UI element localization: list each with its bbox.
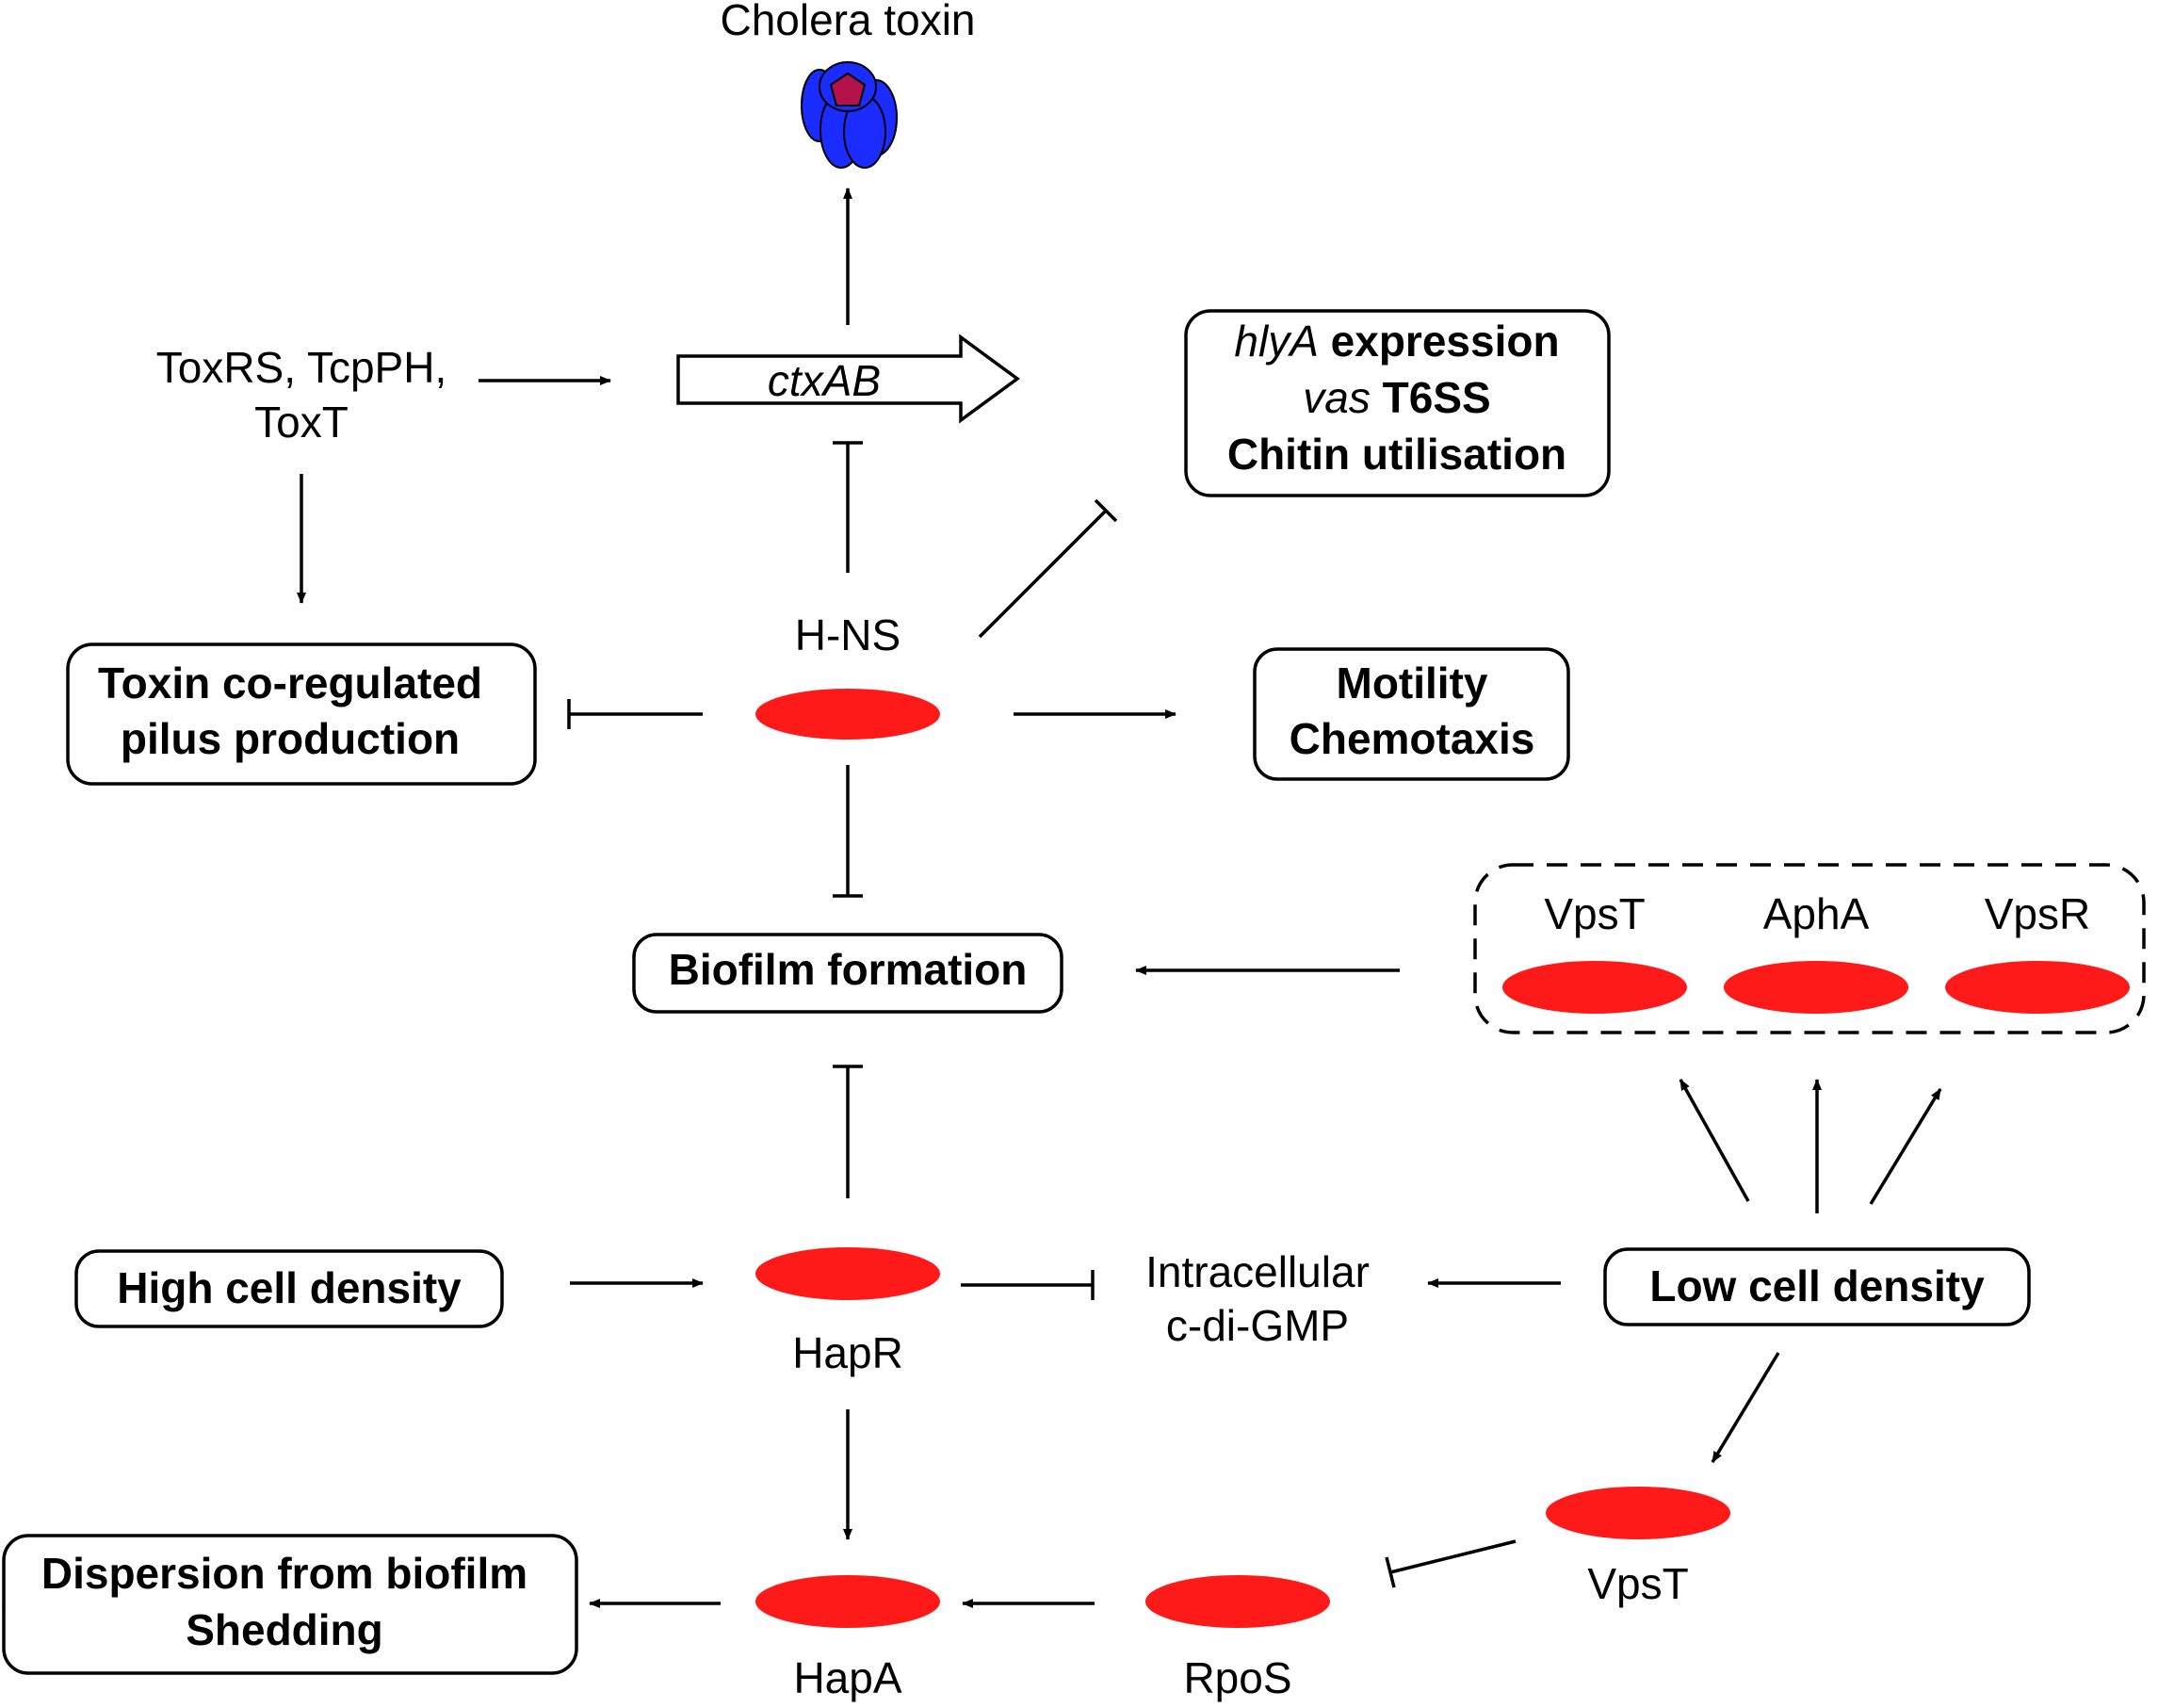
expression-text: expression	[1319, 317, 1560, 366]
low-density-box	[1603, 1247, 2031, 1326]
regulators-group	[1473, 863, 2146, 1034]
high-density-box	[74, 1249, 504, 1328]
vpst-label: VpsT	[1587, 1559, 1688, 1608]
hns-protein	[755, 689, 940, 740]
motility-box	[1253, 647, 1570, 781]
low-density-label: Low cell density	[1649, 1261, 1985, 1310]
arrow-low-to-vpsr	[1869, 1088, 1942, 1205]
vpst-group-protein	[1502, 961, 1687, 1014]
t6ss-text: T6SS	[1371, 373, 1491, 422]
dispersion-box	[2, 1534, 578, 1675]
vpsr-label: VpsR	[1985, 889, 2090, 938]
rpos-label: RpoS	[1183, 1653, 1291, 1702]
hlya-line1: hlyA expression	[1234, 317, 1559, 366]
biofilm-box	[632, 933, 1063, 1014]
toxrs-label-line2: ToxT	[254, 398, 349, 447]
apha-protein	[1724, 961, 1908, 1014]
vpst-repress-rpos-bar	[1385, 1556, 1396, 1588]
hlya-box	[1184, 309, 1611, 497]
tcp-line2: pilus production	[121, 714, 460, 763]
apha-label: AphA	[1763, 889, 1870, 938]
hapa-label: HapA	[793, 1653, 901, 1702]
hns-repress-hlya	[978, 509, 1108, 639]
ctxab-label: ctxAB	[768, 356, 881, 405]
arrow-low-to-vpst-lower	[1711, 1352, 1780, 1463]
hlya-line2: vas T6SS	[1303, 373, 1490, 422]
cholera-toxin-icon	[801, 61, 898, 169]
vpst-group-label: VpsT	[1544, 889, 1645, 938]
motility-line1: Motility	[1337, 659, 1488, 708]
hlya-line3: Chitin utilisation	[1227, 430, 1566, 479]
motility-line2: Chemotaxis	[1290, 714, 1535, 763]
tcp-box	[66, 643, 537, 786]
high-density-label: High cell density	[117, 1263, 462, 1312]
rpos-protein	[1145, 1575, 1330, 1628]
hapr-protein	[755, 1247, 940, 1300]
cholera-toxin-label: Cholera toxin	[720, 0, 975, 44]
dispersion-line2: Shedding	[186, 1605, 383, 1654]
ctxab-gene-arrow	[676, 333, 1020, 424]
cdigmp-line2: c-di-GMP	[1166, 1301, 1349, 1350]
toxrs-label-line1: ToxRS, TcpPH,	[156, 343, 446, 392]
hapa-protein	[755, 1575, 940, 1628]
biofilm-label: Biofilm formation	[669, 945, 1028, 994]
hlya-gene-text: hlyA	[1234, 317, 1318, 366]
hapr-label: HapR	[792, 1328, 903, 1377]
cdigmp-line1: Intracellular	[1145, 1247, 1370, 1296]
hns-repress-hlya-bar	[1094, 498, 1118, 523]
hns-label: H-NS	[795, 610, 901, 659]
vpsr-protein	[1945, 961, 2130, 1014]
arrow-low-to-vpst	[1679, 1079, 1750, 1202]
tcp-line1: Toxin co-regulated	[98, 659, 482, 708]
vas-gene-text: vas	[1303, 373, 1371, 422]
dispersion-line1: Dispersion from biofilm	[41, 1549, 527, 1598]
vpst-repress-rpos	[1389, 1539, 1517, 1574]
vpst-protein	[1546, 1487, 1730, 1539]
